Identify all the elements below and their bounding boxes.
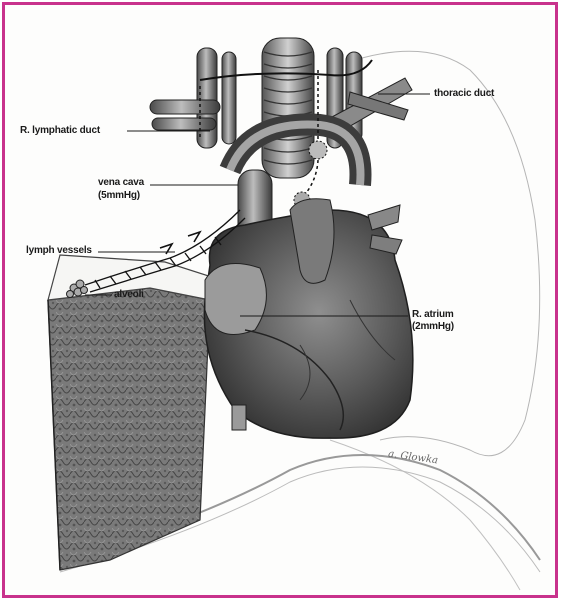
label-r-atrium: R. atrium (412, 309, 454, 320)
label-alveoli: alveoli (114, 289, 144, 300)
great-vessels (150, 38, 412, 208)
label-lymph-vessels: lymph vessels (26, 245, 92, 256)
label-r-lymphatic-duct: R. lymphatic duct (20, 125, 100, 136)
heart (204, 199, 412, 438)
label-thoracic-duct: thoracic duct (434, 88, 494, 99)
label-vena-cava-pressure: (5mmHg) (98, 190, 140, 201)
label-r-atrium-pressure: (2mmHg) (412, 321, 454, 332)
lung-block (48, 255, 215, 570)
label-vena-cava: vena cava (98, 177, 144, 188)
